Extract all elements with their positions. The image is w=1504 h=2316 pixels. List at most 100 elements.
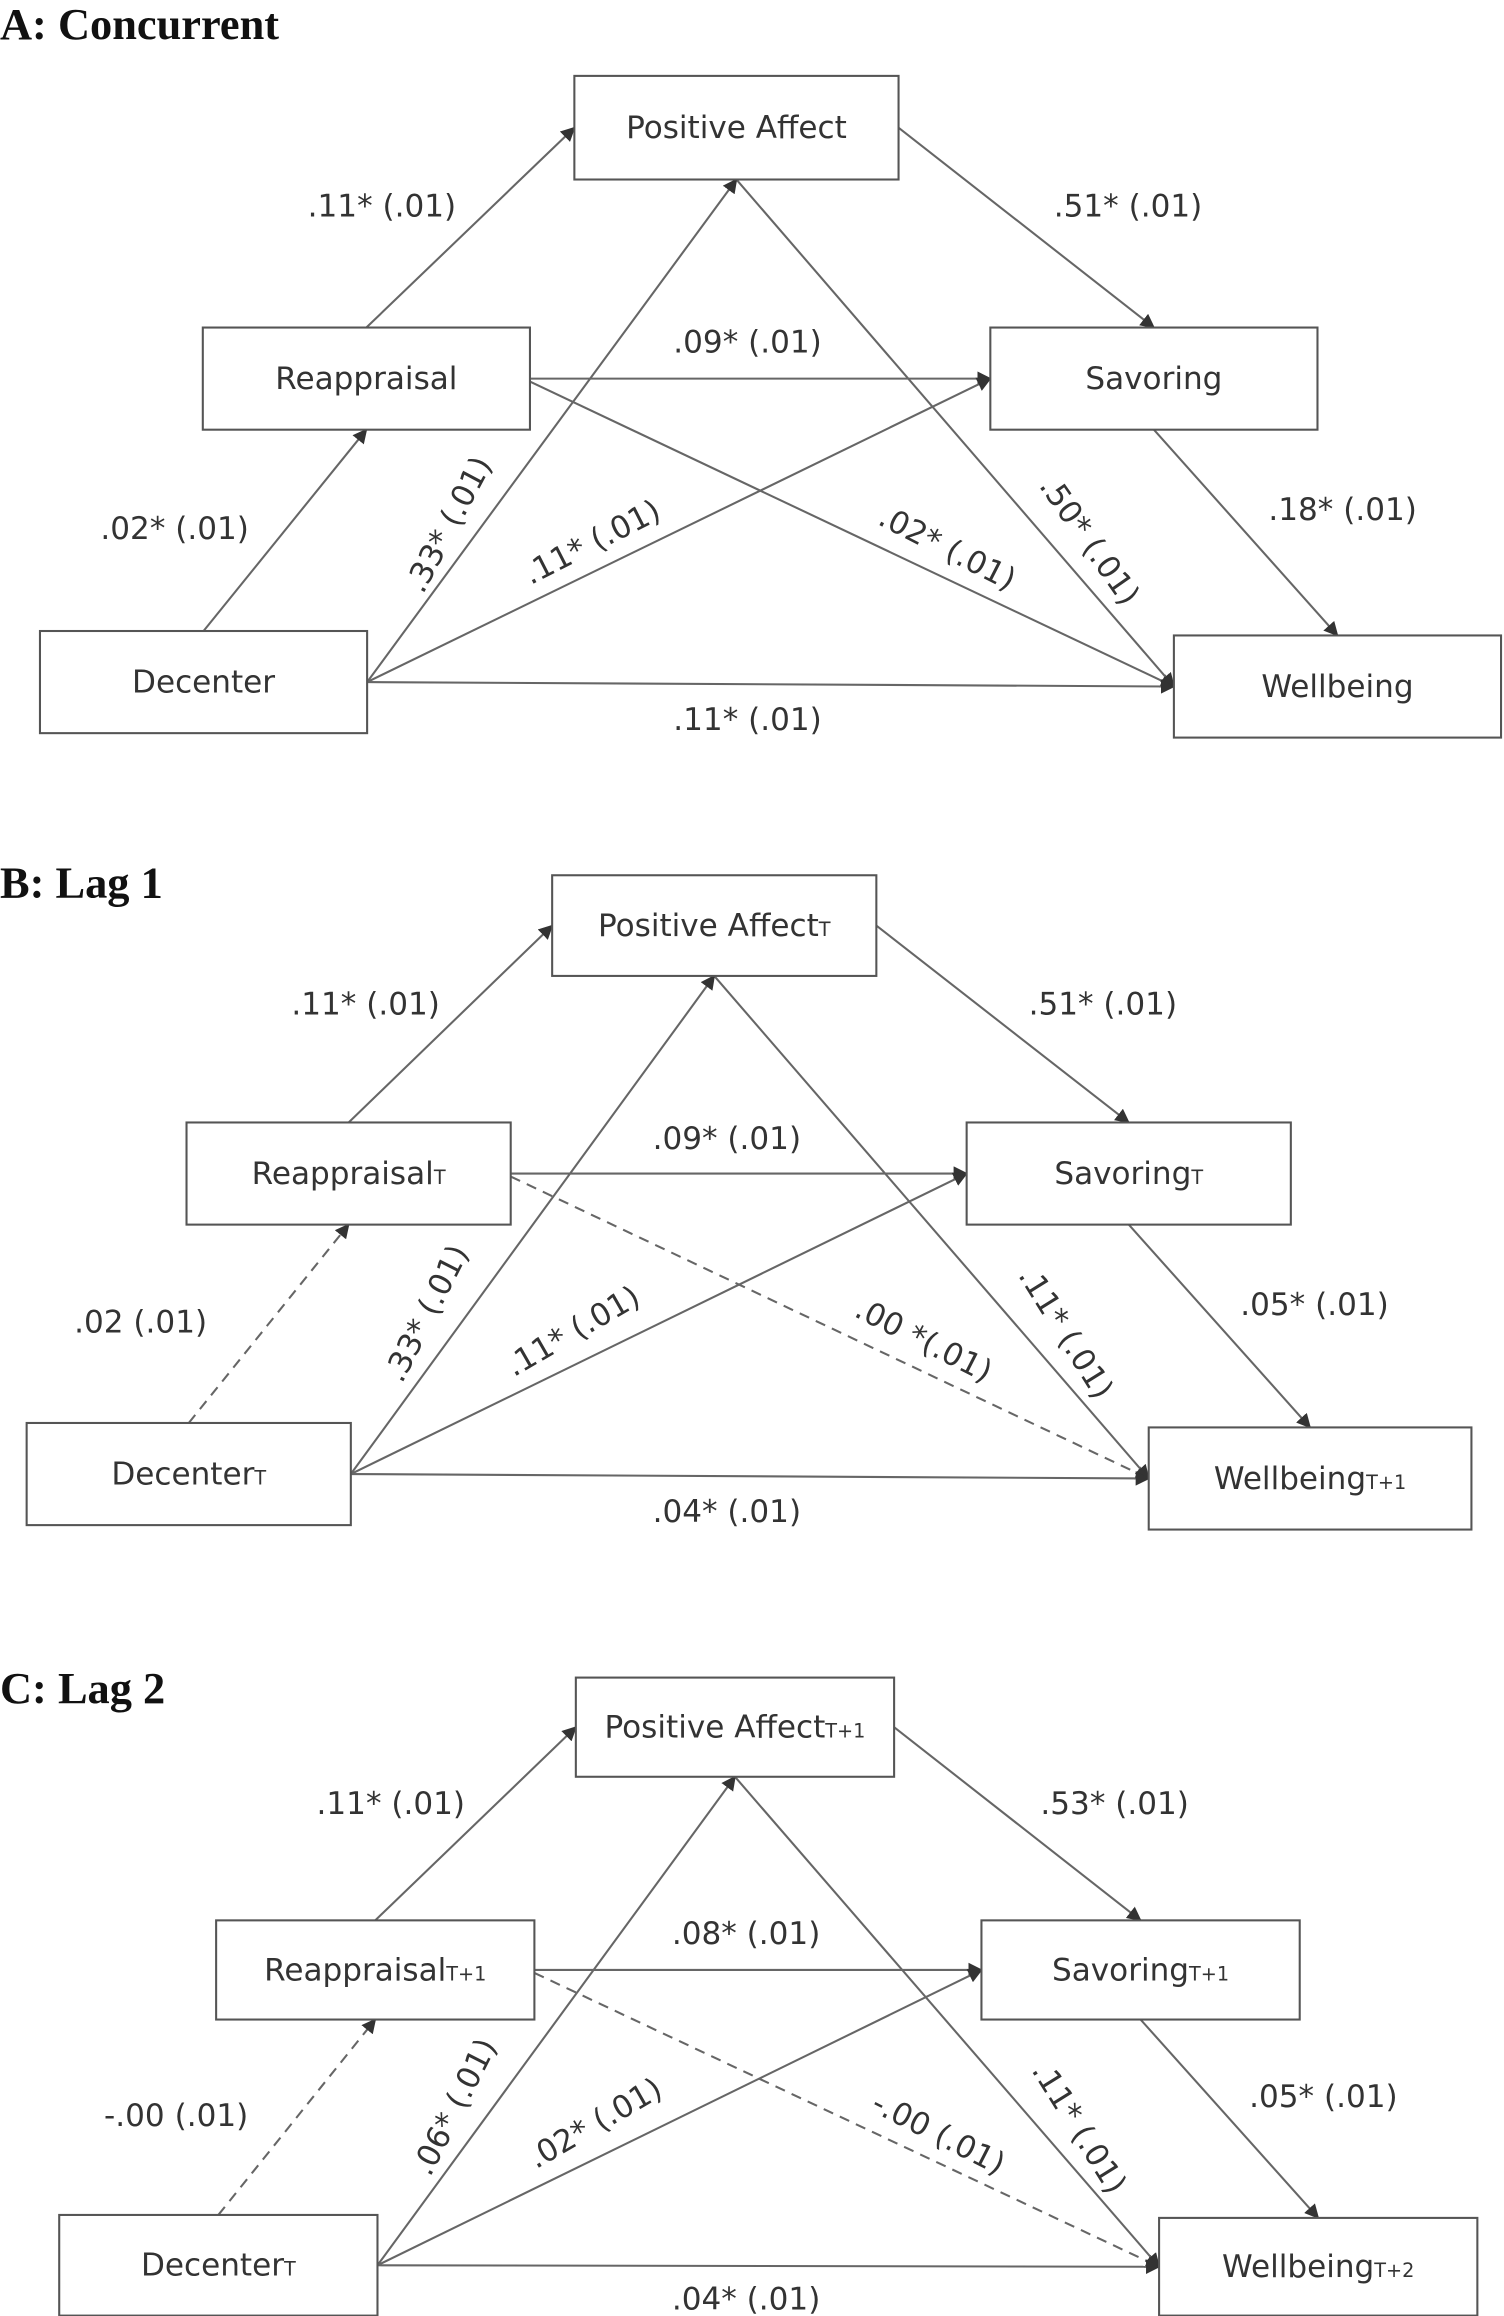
node-wellbeing: Wellbeing (1172, 634, 1503, 739)
node-label: DecenterT (141, 2248, 296, 2284)
panel-title: A: Concurrent (0, 0, 279, 49)
node-box (1158, 2216, 1479, 2316)
node-label: SavoringT+1 (1052, 1952, 1229, 1988)
node-box (551, 874, 878, 977)
node-savoring: SavoringT+1 (980, 1919, 1301, 2021)
path-decenter-to-wellbeing (367, 679, 1176, 694)
node-label: Positive AffectT+1 (605, 1710, 866, 1746)
node-time-subscript: T+2 (1373, 2259, 1414, 2282)
coefficient-label-reappraisal-to-savoring: .09* (.01) (653, 1121, 802, 1157)
node-box (25, 1421, 352, 1527)
node-decenter: DecenterT (25, 1421, 352, 1527)
node-box (58, 2213, 379, 2316)
path-decenter-to-positive_affect (349, 974, 716, 1475)
coefficient-label-decenter-to-reappraisal: .02* (.01) (100, 511, 249, 547)
path-reappraisal-to-wellbeing (510, 1175, 1151, 1480)
node-label: Wellbeing (1261, 669, 1413, 705)
node-box (574, 1676, 896, 1778)
path-positive_affect-to-savoring (897, 126, 1156, 329)
node-label: WellbeingT+2 (1222, 2249, 1414, 2285)
coefficient-label-decenter-to-reappraisal: -.00 (.01) (104, 2098, 248, 2134)
coefficient-label-decenter-to-positive_affect: .33* (.01) (398, 451, 500, 599)
node-savoring: SavoringT (965, 1121, 1292, 1226)
coefficient-label-decenter-to-reappraisal: .02 (.01) (74, 1305, 207, 1341)
path-savoring-to-wellbeing (1153, 428, 1339, 637)
path-reappraisal-to-positive_affect (365, 126, 576, 329)
path-positive_affect-to-savoring (875, 924, 1130, 1124)
node-name: Decenter (111, 1456, 254, 1492)
coefficient-label-decenter-to-savoring: .02* (.01) (522, 2071, 669, 2176)
node-name: Decenter (141, 2248, 284, 2284)
path-decenter-to-wellbeing (377, 2259, 1161, 2274)
node-box (185, 1121, 512, 1226)
node-name: Savoring (1054, 1156, 1191, 1192)
path-reappraisal-to-positive_affect (347, 924, 554, 1124)
node-label: ReappraisalT (252, 1156, 446, 1192)
node-label: Savoring (1085, 361, 1222, 397)
path-positive_affect-to-wellbeing (735, 178, 1175, 688)
node-box (1172, 634, 1503, 739)
coefficient-label-savoring-to-wellbeing: .05* (.01) (1240, 1287, 1389, 1323)
coefficient-label-positive_affect-to-savoring: .53* (.01) (1040, 1786, 1189, 1822)
node-box (1147, 1426, 1473, 1531)
node-label: Decenter (132, 664, 275, 700)
node-name: Reappraisal (275, 361, 457, 397)
node-box (573, 74, 900, 181)
node-name: Positive Affect (626, 110, 847, 146)
node-name: Wellbeing (1222, 2249, 1374, 2285)
path-decenter-to-positive_affect (376, 1775, 736, 2266)
coefficient-label-decenter-to-wellbeing: .04* (.01) (653, 1494, 802, 1530)
panel-title: B: Lag 1 (0, 857, 163, 907)
path-savoring-to-wellbeing (1127, 1223, 1312, 1429)
node-label: Reappraisal (275, 361, 457, 397)
path-decenter-to-reappraisal (202, 428, 368, 632)
panel-title: C: Lag 2 (0, 1663, 165, 1713)
coefficient-label-decenter-to-wellbeing: .04* (.01) (672, 2282, 821, 2316)
node-time-subscript: T (818, 918, 831, 941)
node-box (980, 1919, 1301, 2021)
coefficient-label-decenter-to-savoring: .11* (.01) (518, 493, 667, 593)
node-label: ReappraisalT+1 (264, 1952, 486, 1988)
node-time-subscript: T (283, 2258, 296, 2281)
coefficient-label-reappraisal-to-wellbeing: .02* (.01) (873, 499, 1022, 599)
node-label: SavoringT (1054, 1156, 1203, 1192)
coefficient-label-positive_affect-to-wellbeing: .11* (.01) (1024, 2055, 1133, 2200)
coefficient-label-reappraisal-to-positive_affect: .11* (.01) (308, 189, 457, 225)
path-reappraisal-to-positive_affect (374, 1726, 577, 1922)
path-decenter-to-reappraisal (187, 1223, 350, 1424)
coefficient-label-decenter-to-savoring: .11* (.01) (500, 1279, 647, 1384)
path-savoring-to-wellbeing (1139, 2018, 1320, 2219)
coefficient-label-positive_affect-to-savoring: .51* (.01) (1054, 189, 1203, 225)
node-name: Wellbeing (1214, 1461, 1366, 1497)
path-decenter-to-savoring (350, 1172, 968, 1475)
node-time-subscript: T+1 (824, 1720, 865, 1743)
node-name: Savoring (1052, 1952, 1189, 1988)
path-decenter-to-wellbeing (350, 1471, 1151, 1486)
node-name: Decenter (132, 664, 275, 700)
coefficient-label-reappraisal-to-wellbeing: .00 *(.01) (849, 1291, 998, 1391)
path-reappraisal-to-wellbeing (533, 1971, 1161, 2268)
path-decenter-to-positive_affect (366, 178, 738, 683)
node-label: DecenterT (111, 1456, 266, 1492)
coefficient-label-reappraisal-to-wellbeing: -.00 (.01) (866, 2085, 1011, 2183)
path-decenter-to-savoring (377, 1969, 983, 2267)
node-label: WellbeingT+1 (1214, 1461, 1406, 1497)
path-positive_affect-to-wellbeing (713, 975, 1150, 1480)
coefficient-label-positive_affect-to-savoring: .51* (.01) (1029, 986, 1178, 1022)
node-wellbeing: WellbeingT+2 (1158, 2216, 1479, 2316)
coefficient-label-savoring-to-wellbeing: .18* (.01) (1268, 492, 1417, 528)
coefficient-label-reappraisal-to-savoring: .09* (.01) (673, 325, 822, 361)
node-name: Savoring (1085, 361, 1222, 397)
node-name: Positive Affect (605, 1710, 826, 1746)
node-time-subscript: T+1 (1188, 1962, 1229, 1985)
node-box (989, 326, 1319, 431)
node-name: Reappraisal (252, 1156, 434, 1192)
node-name: Wellbeing (1261, 669, 1413, 705)
coefficient-label-decenter-to-positive_affect: .33* (.01) (377, 1239, 477, 1388)
node-box (201, 326, 531, 431)
node-positive-affect: Positive Affect (573, 74, 900, 181)
node-decenter: Decenter (38, 629, 369, 735)
